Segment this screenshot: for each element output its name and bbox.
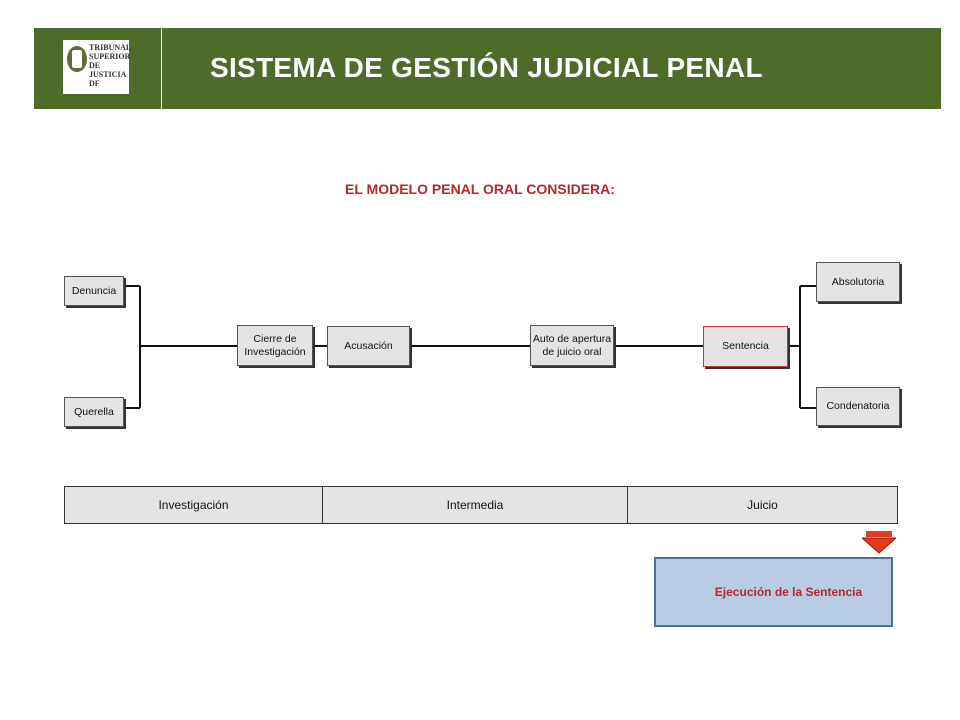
logo-text: TRIBUNAL SUPERIOR DE JUSTICIA DF (89, 43, 131, 88)
node-cierre-investigacion: Cierre de Investigación (237, 325, 313, 366)
header-divider (161, 28, 162, 109)
node-absolutoria: Absolutoria (816, 262, 900, 302)
node-cierre-line-1: Cierre de (253, 332, 297, 345)
down-arrow-icon (862, 531, 896, 554)
seal-inner-icon (72, 50, 82, 68)
node-cierre-line-2: Investigación (244, 345, 306, 358)
node-condenatoria: Condenatoria (816, 387, 900, 426)
page-title: SISTEMA DE GESTIÓN JUDICIAL PENAL (210, 52, 763, 83)
logo-line-1: TRIBUNAL (89, 43, 132, 52)
logo-line-4: DF (89, 79, 100, 88)
node-sentencia: Sentencia (703, 326, 788, 367)
node-auto-line-1: Auto de apertura (532, 332, 612, 345)
phase-bar: Investigación Intermedia Juicio (64, 486, 898, 524)
logo-line-3: DE JUSTICIA (89, 61, 127, 79)
node-denuncia: Denuncia (64, 276, 124, 306)
node-auto-apertura: Auto de apertura de juicio oral (530, 325, 614, 366)
node-querella: Querella (64, 397, 124, 427)
tribunal-logo: TRIBUNAL SUPERIOR DE JUSTICIA DF (63, 40, 131, 94)
logo-line-2: SUPERIOR (89, 52, 131, 61)
ejecucion-sentencia-box: Ejecución de la Sentencia (654, 557, 893, 627)
node-auto-line-2: de juicio oral (542, 345, 602, 358)
diagram-subtitle: EL MODELO PENAL ORAL CONSIDERA: (345, 181, 615, 197)
header-bar: TRIBUNAL SUPERIOR DE JUSTICIA DF SISTEMA… (34, 28, 941, 109)
node-acusacion: Acusación (327, 326, 410, 366)
phase-intermedia: Intermedia (323, 487, 628, 523)
phase-investigacion: Investigación (65, 487, 323, 523)
phase-juicio: Juicio (628, 487, 897, 523)
